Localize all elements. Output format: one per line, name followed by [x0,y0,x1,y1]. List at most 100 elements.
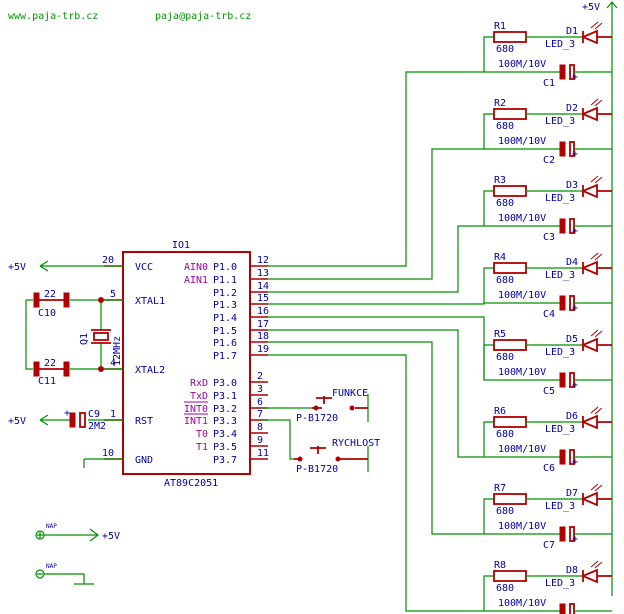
resistor-value: 680 [496,429,514,440]
ic-pin-alt-function: T0 [196,429,208,440]
q1-value: 12MHz [112,336,123,366]
capacitor-plus: + [572,226,578,237]
capacitor-plus: + [572,149,578,160]
ic-pin-number: 2 [257,371,263,382]
led-value: LED_3 [545,578,575,589]
led-ref: D4 [566,257,578,268]
led-diode [580,252,612,276]
led-value: LED_3 [545,116,575,127]
ic-pin-number: 13 [257,268,269,279]
capacitor-value: 100M/10V [498,521,546,532]
resistor-value: 680 [496,583,514,594]
led-channels: R1680D1LED_3100M/10VC1+R2680D2LED_3100M/… [268,21,612,614]
ic-pin-name: P3.4 [213,429,237,440]
ic-right-pin: 9P3.5T1 [196,435,268,453]
ic-pin-name: P1.0 [213,262,237,273]
ic-pin-name: XTAL2 [135,365,165,376]
resistor-value: 680 [496,275,514,286]
ic-pin-number: 20 [102,255,114,266]
ic-pin-name: P1.1 [213,275,237,286]
ic-pin-number: 14 [257,281,269,292]
capacitor-value: 100M/10V [498,213,546,224]
capacitor-ref: C1 [543,78,555,89]
led-ref: D5 [566,334,578,345]
legend-minus-nap: NAP [46,563,57,570]
ic-pin-number: 12 [257,255,269,266]
ic-pin-alt-function: TxD [190,391,208,402]
c10-ref: C10 [38,308,56,319]
ic-pin-number: 1 [110,409,116,420]
resistor-value: 680 [496,506,514,517]
led-ref: D8 [566,565,578,576]
capacitor-value: 100M/10V [498,290,546,301]
ic-pin-number: 10 [102,448,114,459]
button-rychlost: RYCHLOST P-B1720 [262,419,380,475]
capacitor-value: 100M/10V [498,136,546,147]
led-diode [580,560,612,584]
capacitor-plus: + [572,303,578,314]
ic-pin-name: P3.7 [213,455,237,466]
ic-pin-number: 11 [257,448,269,459]
resistor-ref: R7 [494,483,506,494]
resistor-ref: R1 [494,21,506,32]
crystal-q1: Q1 12MHz [79,329,123,366]
c9-plus: + [64,408,70,419]
email-text: paja@paja-trb.cz [155,11,251,22]
resistor-value: 680 [496,44,514,55]
gnd-wire [83,458,123,468]
legend-plus-label: +5V [102,531,120,542]
ic-pin-alt-function: INT0 [184,404,208,415]
c9-ref: C9 [88,409,100,420]
capacitor-ref: C5 [543,386,555,397]
vcc-supply-label: +5V [8,262,26,273]
capacitor-plus: + [572,72,578,83]
capacitor-value: 100M/10V [498,444,546,455]
led-diode [580,175,612,199]
resistor-value: 680 [496,121,514,132]
ic-pin-number: 15 [257,293,269,304]
capacitor-ref: C4 [543,309,555,320]
ic-ref: IO1 [172,240,190,251]
ic-pin-name: RST [135,416,153,427]
capacitor-ref: C2 [543,155,555,166]
ic-pin-name: P1.5 [213,326,237,337]
capacitor-c11: 22 C11 [33,358,70,387]
led-value: LED_3 [545,39,575,50]
ic-pin-name: P1.6 [213,338,237,349]
resistor-ref: R6 [494,406,506,417]
ic-pin-number: 6 [257,397,263,408]
ic-pin-number: 4 [110,358,116,369]
rychlost-part: P-B1720 [296,464,338,475]
ic-pin-number: 16 [257,306,269,317]
ic-pin-name: P3.3 [213,416,237,427]
ic-part: AT89C2051 [164,478,218,489]
ic-pin-number: 18 [257,331,269,342]
capacitor-plus: + [572,380,578,391]
ic-pin-number: 8 [257,422,263,433]
led-value: LED_3 [545,501,575,512]
led-diode [580,406,612,430]
resistor-ref: R8 [494,560,506,571]
capacitor-c10: 22 C10 [33,289,70,319]
led-value: LED_3 [545,424,575,435]
q1-ref: Q1 [79,333,90,345]
c9-value: 2M2 [88,421,106,432]
capacitor-ref: C3 [543,232,555,243]
ic-pin-alt-function: RxD [190,378,208,389]
capacitor-value: 100M/10V [498,367,546,378]
resistor-value: 680 [496,198,514,209]
